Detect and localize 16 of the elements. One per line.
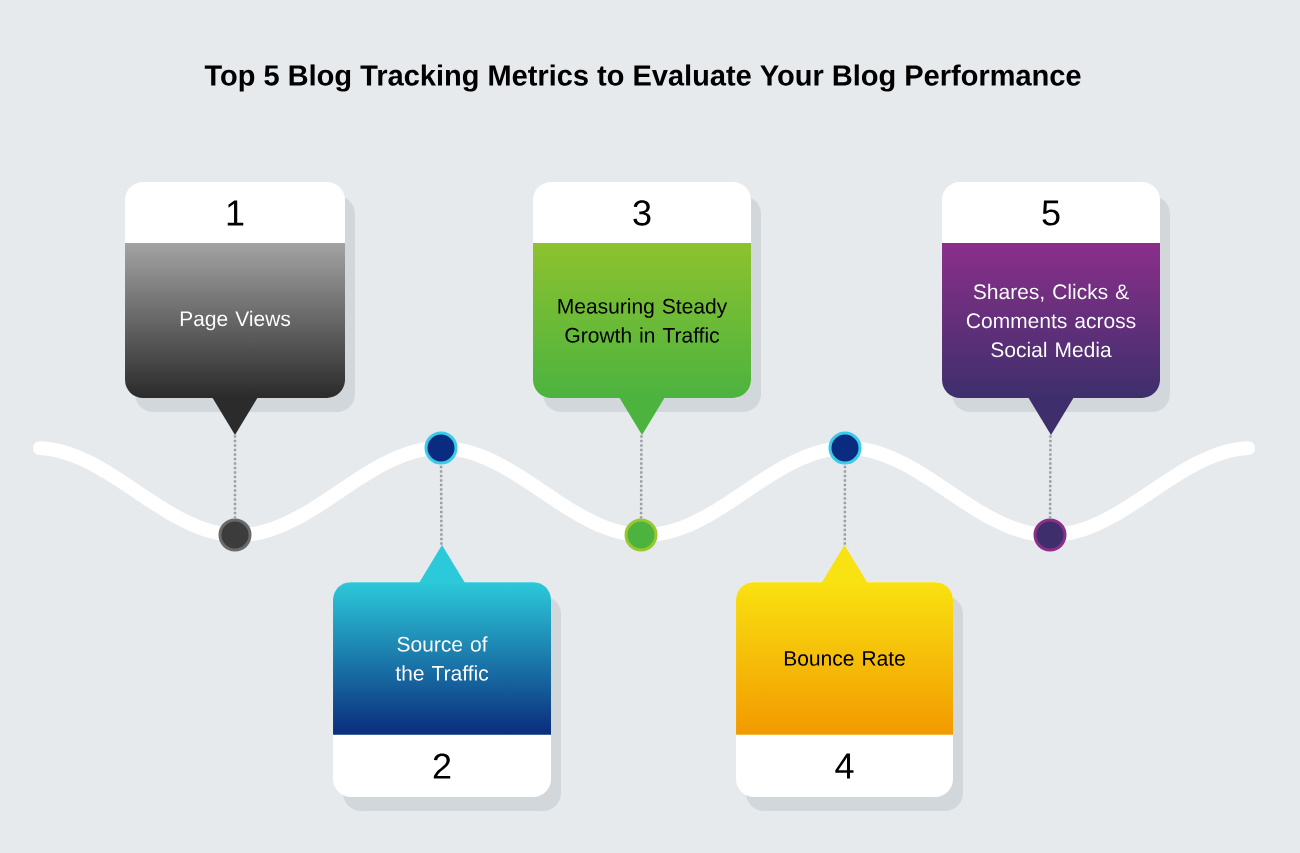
metric-card: 4 Bounce Rate — [736, 545, 963, 811]
timeline-dot — [624, 518, 658, 552]
dotted-connector — [639, 435, 643, 519]
title: Top 5 Blog Tracking Metrics to Evaluate Your Blog Performance — [204, 64, 1081, 92]
timeline-dot — [1033, 518, 1067, 552]
dotted-connector — [439, 464, 443, 545]
metric-card: 2 Source of the Traffic — [333, 545, 561, 811]
dotted-connector — [1048, 435, 1052, 519]
metric-card: 1 Page Views — [125, 182, 355, 435]
timeline-dot — [218, 518, 252, 552]
timeline-dot — [424, 431, 458, 465]
dotted-connector — [843, 464, 847, 545]
metric-card: 3 Measuring Steady Growth in Traffic — [533, 182, 761, 435]
timeline-dot — [828, 431, 862, 465]
dotted-connector — [233, 435, 237, 519]
metric-card: 5 Shares, Clicks & Comments across Social Media — [942, 182, 1170, 435]
